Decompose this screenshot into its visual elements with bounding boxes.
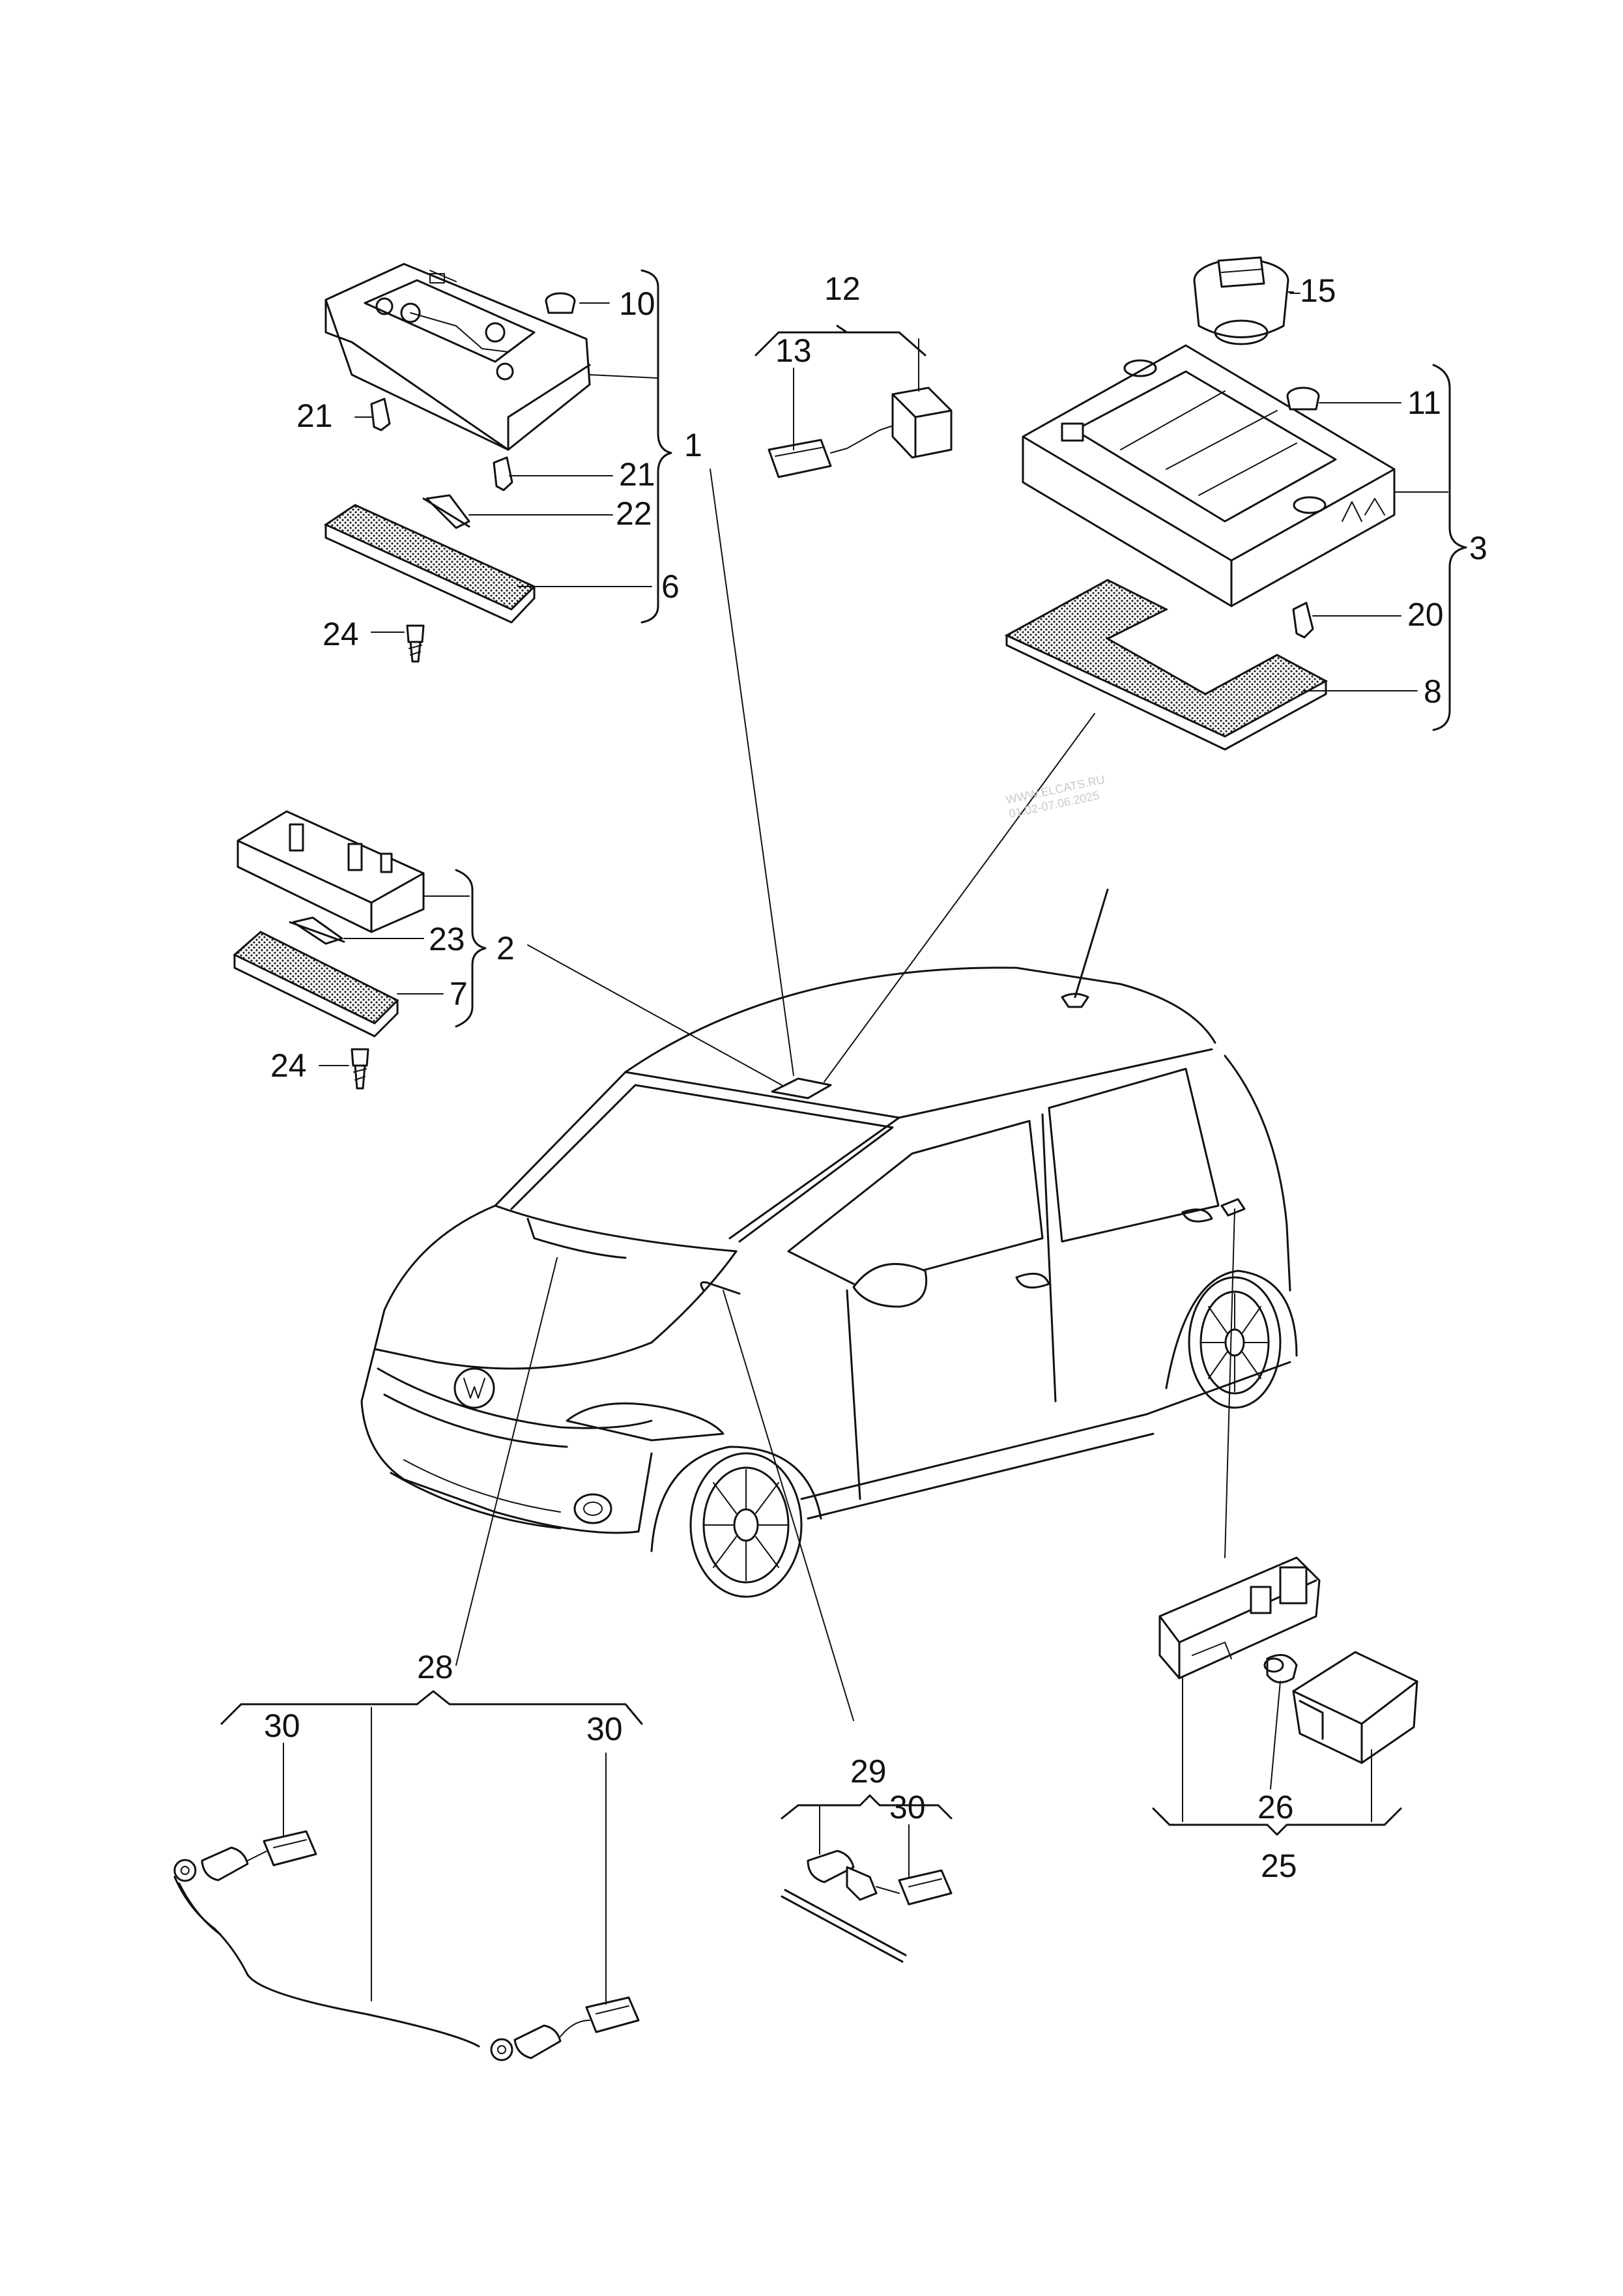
label-6: 6 (661, 568, 680, 605)
label-30-left: 30 (264, 1707, 300, 1744)
label-1: 1 (684, 427, 702, 463)
label-8: 8 (1424, 673, 1442, 710)
front-interior-light-housing (324, 263, 591, 451)
label-24-bottom: 24 (270, 1047, 307, 1084)
wiring-29 (781, 1850, 907, 1963)
leaders-group-25 (1182, 1678, 1372, 1822)
connector-30-29 (898, 1869, 953, 1906)
bulb-21-left (370, 398, 391, 431)
label-25: 25 (1261, 1848, 1297, 1884)
screw-24-bottom (351, 1048, 369, 1090)
antenna (1074, 888, 1109, 998)
connector-13 (768, 423, 900, 478)
bracket-group-2 (455, 869, 487, 1028)
vw-badge (453, 1367, 495, 1409)
leaders-group-2 (319, 895, 470, 1066)
label-24-top: 24 (323, 616, 359, 652)
leaders-group-1 (354, 302, 657, 633)
label-3: 3 (1469, 530, 1487, 566)
label-21-left: 21 (296, 398, 333, 434)
label-30-right: 30 (586, 1711, 623, 1747)
lens-8 (1004, 579, 1329, 751)
front-wheel (689, 1452, 803, 1598)
car-body (360, 888, 1298, 1598)
watermark: WWW.ELCATS.RU 01.02-07.06.2025 (1005, 773, 1106, 821)
label-21-right: 21 (619, 456, 655, 493)
leaders-group-28 (283, 1707, 607, 2005)
bracket-group-3 (1432, 364, 1467, 731)
bracket-group-29 (781, 1794, 953, 1820)
label-26: 26 (1257, 1789, 1294, 1825)
label-20: 20 (1407, 596, 1444, 633)
label-28: 28 (417, 1649, 453, 1685)
leaders-to-car (455, 469, 1235, 1721)
leaders-group-29 (819, 1805, 910, 1878)
label-13: 13 (775, 332, 812, 369)
light-assembly-25 (1158, 1556, 1321, 1679)
switch-15 (1193, 256, 1294, 345)
label-23: 23 (429, 921, 465, 957)
festoon-bulb-23 (289, 916, 345, 945)
bulb-21-right (493, 456, 513, 491)
label-2: 2 (496, 930, 515, 966)
label-7: 7 (450, 976, 468, 1012)
label-12: 12 (824, 270, 861, 307)
label-22: 22 (616, 495, 652, 532)
bulb-20 (1292, 602, 1314, 639)
label-11: 11 (1407, 385, 1441, 421)
connector-30-right (585, 1996, 640, 2033)
bracket-group-1 (640, 269, 672, 624)
festoon-bulb-22 (422, 494, 470, 529)
lens-7 (233, 931, 399, 1038)
bracket-group-12 (754, 325, 926, 356)
label-15: 15 (1300, 272, 1336, 309)
wiring-28 (173, 1846, 590, 2061)
leaders-group-3 (1289, 293, 1448, 691)
bracket-group-25 (1152, 1807, 1402, 1836)
rear-wheel (1188, 1276, 1282, 1409)
label-30-29: 30 (889, 1789, 926, 1825)
clip-10 (545, 292, 576, 314)
leaders-group-12 (793, 338, 919, 450)
connector-30-left (263, 1830, 317, 1867)
lamp-housing-25 (1292, 1651, 1418, 1764)
reading-light-housing (237, 810, 425, 933)
connector-12-housing (891, 386, 953, 459)
rear-interior-light-housing (1022, 344, 1396, 607)
screw-24-top (406, 624, 425, 663)
bulb-26 (1263, 1653, 1298, 1683)
bracket-group-28 (220, 1690, 643, 1725)
lens-6 (323, 504, 536, 624)
label-29: 29 (850, 1753, 887, 1790)
label-10: 10 (619, 285, 655, 322)
clip-11 (1286, 386, 1320, 411)
